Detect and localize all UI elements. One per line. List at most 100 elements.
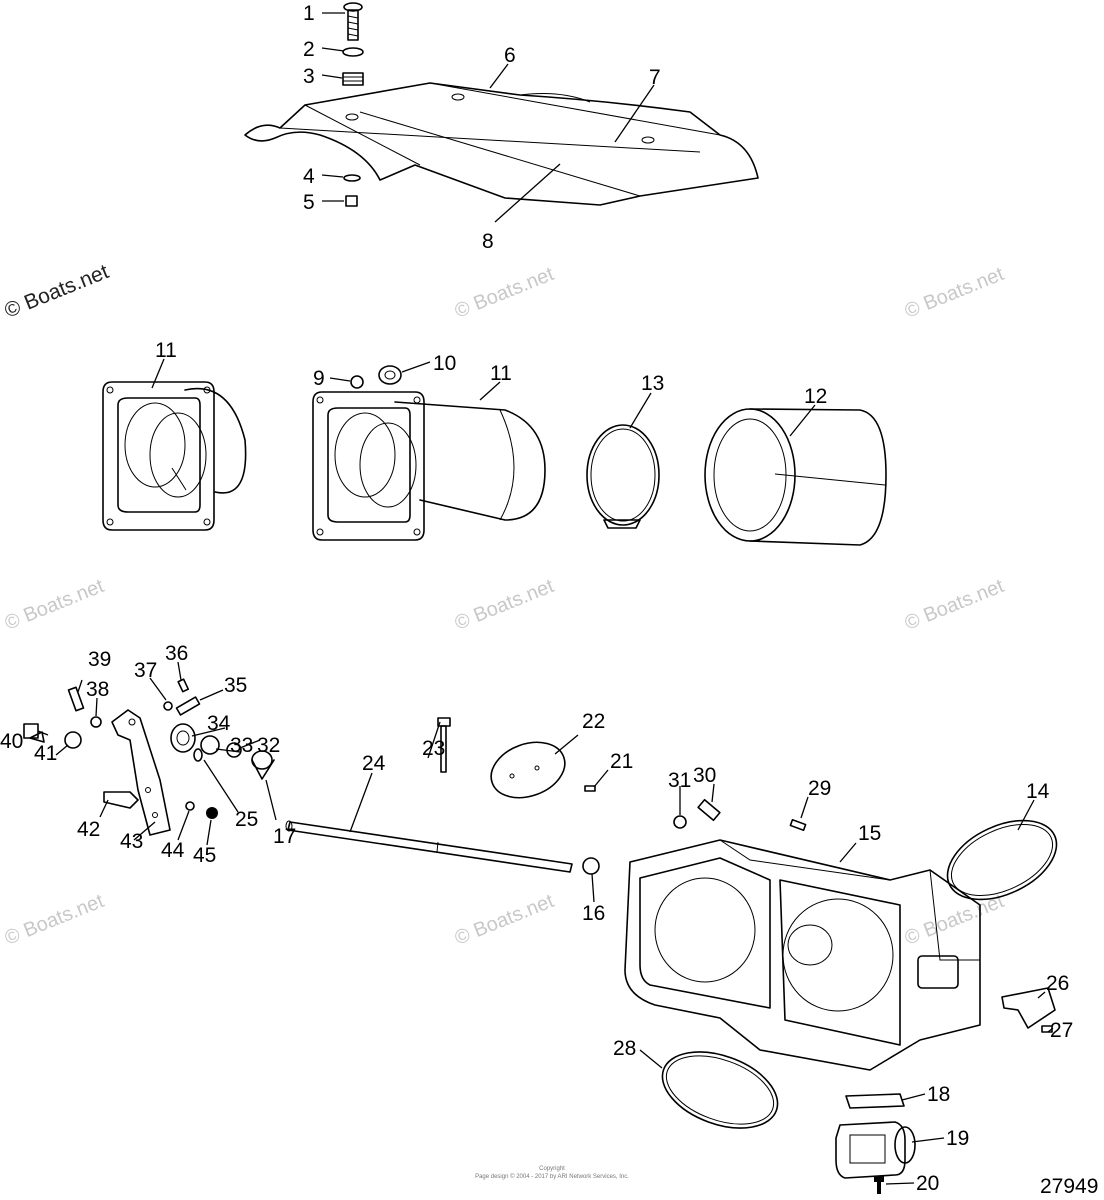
callout-6: 6	[504, 44, 516, 67]
shaft-24	[285, 820, 573, 873]
callout-27: 27	[1050, 1019, 1073, 1042]
callout-42: 42	[77, 818, 100, 841]
callout-7: 7	[649, 66, 661, 89]
callout-11-right: 11	[490, 362, 512, 385]
gasket-14	[946, 819, 1058, 901]
leader-lines	[37, 12, 1054, 1185]
watermark: © Boats.net	[902, 575, 1008, 635]
callout-43: 43	[120, 830, 143, 853]
callout-31: 31	[668, 769, 691, 792]
gasket-28	[661, 1051, 779, 1129]
callout-32: 32	[257, 734, 280, 757]
washer-44	[185, 801, 195, 811]
bushing-33	[200, 735, 220, 755]
washer-9	[350, 375, 364, 389]
callout-33: 33	[230, 734, 253, 757]
callout-36: 36	[165, 642, 188, 665]
housing-15	[624, 839, 981, 1071]
washer-31	[673, 815, 687, 829]
exhaust-tube-11-right	[312, 391, 546, 541]
callout-9: 9	[313, 367, 325, 390]
figure-number: 27949	[1040, 1175, 1098, 1198]
watermark: © Boats.net	[1, 260, 112, 323]
cam-34	[170, 723, 196, 753]
bushing-17	[251, 750, 275, 780]
nut-37	[163, 701, 173, 711]
callout-39: 39	[88, 648, 111, 671]
callout-10: 10	[433, 352, 456, 375]
nut-45	[206, 807, 218, 819]
bolt-30	[697, 798, 721, 822]
screw-36	[177, 678, 190, 693]
tube-12	[704, 408, 887, 546]
plate-22	[490, 741, 566, 799]
callout-34: 34	[207, 712, 231, 735]
callout-23: 23	[422, 737, 445, 760]
clamp-13	[586, 424, 660, 529]
callout-12: 12	[804, 385, 827, 408]
callout-26: 26	[1046, 972, 1069, 995]
copyright-line-1: Copyright	[539, 1166, 565, 1172]
screw-21	[584, 785, 596, 792]
callout-1: 1	[303, 2, 315, 25]
screw-39	[67, 686, 85, 712]
nut-16	[582, 857, 600, 875]
callout-16: 16	[582, 902, 605, 925]
top-cover	[244, 82, 759, 206]
callout-20: 20	[916, 1172, 939, 1195]
callout-15: 15	[858, 822, 881, 845]
screw-23	[437, 717, 451, 773]
callouts: 1 2 3 4 5 6 7 8 9 10 11 11 12 13 14 15 1…	[0, 2, 1073, 1195]
pin-25	[193, 748, 203, 762]
callout-3: 3	[303, 65, 315, 88]
bolt-40	[23, 723, 45, 743]
callout-21: 21	[610, 750, 633, 773]
watermark: © Boats.net	[2, 575, 108, 635]
callout-14: 14	[1026, 780, 1050, 803]
actuator-19	[835, 1121, 916, 1179]
screw-1	[343, 2, 363, 41]
spacer-3	[342, 72, 364, 86]
callout-8: 8	[482, 230, 494, 253]
callout-11-left: 11	[155, 339, 177, 362]
washer-4	[343, 174, 361, 182]
bracket-26	[1001, 987, 1056, 1029]
callout-5: 5	[303, 191, 315, 214]
callout-29: 29	[808, 777, 831, 800]
callout-37: 37	[134, 659, 157, 682]
callout-13: 13	[641, 372, 664, 395]
watermark: © Boats.net	[452, 575, 558, 635]
screw-20	[874, 1176, 884, 1194]
lever-43	[111, 709, 171, 836]
nut-10	[378, 365, 402, 385]
callout-22: 22	[582, 710, 605, 733]
exhaust-tube-11-left	[102, 381, 247, 531]
callout-18: 18	[927, 1083, 950, 1106]
nut-5	[345, 195, 358, 207]
callout-41: 41	[34, 742, 57, 765]
watermark: © Boats.net	[452, 263, 558, 323]
callout-35: 35	[224, 674, 247, 697]
gasket-18	[845, 1093, 905, 1109]
washer-2	[342, 47, 364, 57]
screw-35	[175, 696, 201, 716]
callout-28: 28	[613, 1037, 636, 1060]
watermark: © Boats.net	[902, 263, 1008, 323]
stud-29	[789, 818, 807, 832]
callout-30: 30	[693, 764, 716, 787]
callout-2: 2	[303, 38, 315, 61]
nut-38	[90, 716, 102, 728]
fitting-42	[103, 791, 139, 809]
callout-25: 25	[235, 808, 258, 831]
copyright-line-2: Page design © 2004 - 2017 by ARI Network…	[475, 1173, 629, 1180]
callout-38: 38	[86, 678, 109, 701]
watermark: © Boats.net	[2, 890, 108, 950]
callout-24: 24	[362, 752, 386, 775]
callout-19: 19	[946, 1127, 969, 1150]
bushing-41	[64, 731, 82, 749]
callout-44: 44	[161, 839, 185, 862]
callout-4: 4	[303, 165, 315, 188]
callout-40: 40	[0, 730, 23, 753]
callout-45: 45	[193, 844, 216, 867]
